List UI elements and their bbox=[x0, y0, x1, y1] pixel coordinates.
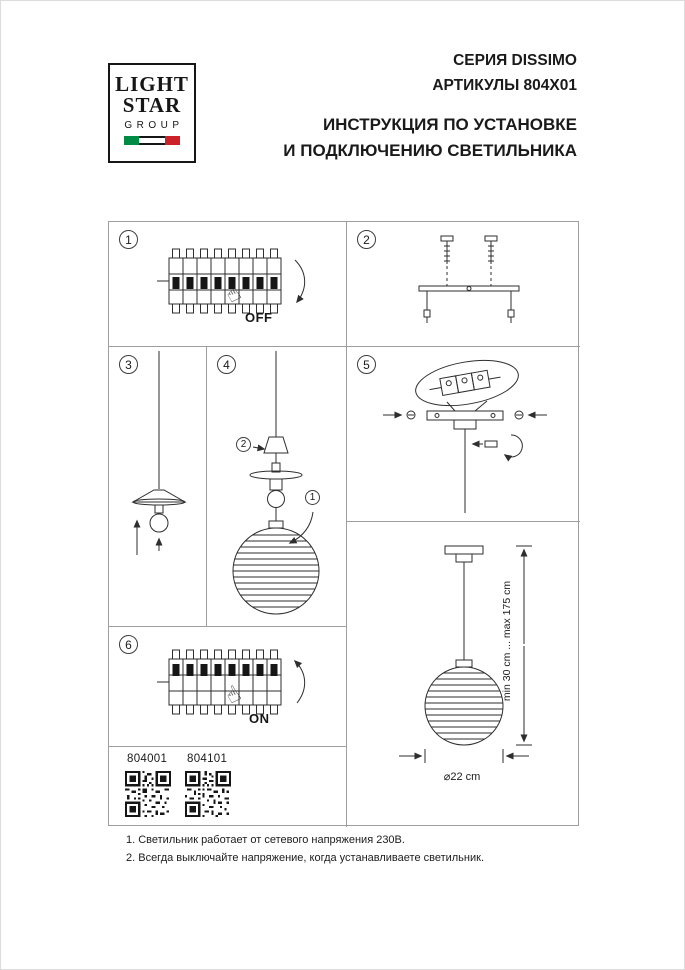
suspension-length-label: min 30 cm ... max 175 cm bbox=[501, 580, 513, 702]
off-label: OFF bbox=[245, 310, 273, 325]
globe-assembly-drawing bbox=[232, 351, 320, 615]
panel-step-3: 3 bbox=[109, 347, 207, 627]
articles-title: АРТИКУЛЫ 804X01 bbox=[432, 77, 577, 94]
panel-step-5: 5 bbox=[347, 347, 580, 522]
article-codes-box: 804001 804101 bbox=[109, 747, 347, 827]
logo-word-star: STAR bbox=[122, 93, 182, 117]
panel-step-1: 1 ☝ OFF bbox=[109, 222, 347, 347]
logo-word-group: GROUP bbox=[124, 120, 184, 131]
qr-code-804101 bbox=[185, 771, 231, 817]
qr-code-804001 bbox=[125, 771, 171, 817]
footer-note-1: 1. Светильник работает от сетевого напря… bbox=[126, 834, 405, 846]
series-title: СЕРИЯ DISSIMO bbox=[453, 52, 577, 69]
step-4-number: 4 bbox=[217, 355, 236, 374]
final-lamp-view: min 30 cm ... max 175 cm ⌀22 cm bbox=[347, 522, 580, 827]
final-lamp-drawing bbox=[399, 545, 532, 763]
flag-green-bar bbox=[124, 136, 139, 145]
step-2-number: 2 bbox=[357, 230, 376, 249]
diameter-label: ⌀22 cm bbox=[443, 771, 481, 783]
mounting-bracket-drawing bbox=[418, 235, 520, 323]
instruction-title-line1: ИНСТРУКЦИЯ ПО УСТАНОВКЕ bbox=[322, 115, 577, 134]
step-6-number: 6 bbox=[119, 635, 138, 654]
pendant-with-bulb-drawing bbox=[131, 351, 187, 555]
step-3-number: 3 bbox=[119, 355, 138, 374]
substep-2-number: 2 bbox=[236, 437, 251, 452]
ceiling-mount-drawing bbox=[383, 359, 547, 513]
lightstar-logo: LIGHT STAR GROUP bbox=[108, 63, 196, 163]
panel-step-2: 2 bbox=[347, 222, 580, 347]
panel-step-4: 4 bbox=[207, 347, 347, 627]
circuit-breaker-on-drawing bbox=[157, 649, 306, 715]
on-label: ON bbox=[249, 711, 270, 726]
instruction-title-line2: И ПОДКЛЮЧЕНИЮ СВЕТИЛЬНИКА bbox=[283, 141, 577, 160]
substep-1-number: 1 bbox=[305, 490, 320, 505]
article-code-left: 804001 bbox=[127, 753, 168, 765]
footer-note-2: 2. Всегда выключайте напряжение, когда у… bbox=[126, 851, 485, 864]
step-5-number: 5 bbox=[357, 355, 376, 374]
footer-notes: 1. Светильник работает от сетевого напря… bbox=[126, 832, 484, 867]
article-code-right: 804101 bbox=[187, 753, 228, 765]
flag-red-bar bbox=[165, 136, 180, 145]
circuit-breaker-off-drawing bbox=[157, 248, 306, 314]
header: СЕРИЯ DISSIMO АРТИКУЛЫ 804X01 ИНСТРУКЦИЯ… bbox=[283, 48, 577, 164]
logo-word-light: LIGHT bbox=[115, 72, 189, 96]
instruction-panels-grid: 1 ☝ OFF bbox=[108, 221, 580, 827]
italian-flag-icon bbox=[124, 136, 180, 145]
panel-step-6: 6 ☝ ON bbox=[109, 627, 347, 747]
step-1-number: 1 bbox=[119, 230, 138, 249]
flag-white-bar bbox=[139, 136, 165, 145]
